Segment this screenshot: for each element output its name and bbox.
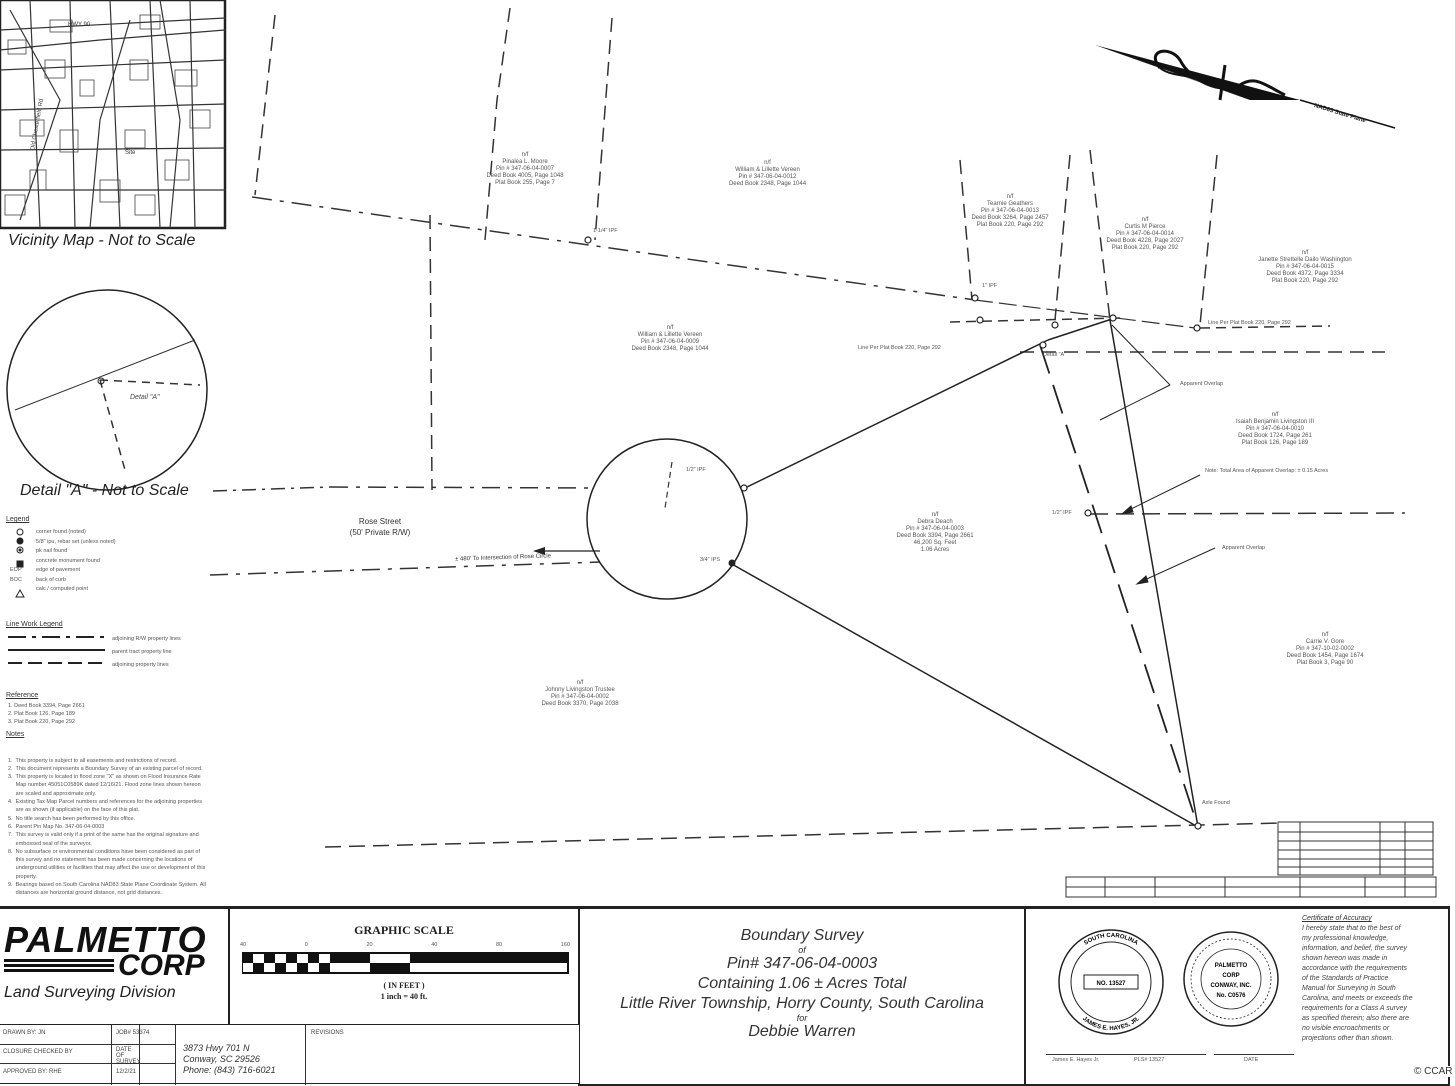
- survey-title: Boundary Survey: [740, 927, 864, 944]
- line-per-plat-note: Line Per Plat Book 220, Page 292: [1208, 320, 1291, 326]
- survey-location: Little River Township, Horry County, Sou…: [620, 995, 984, 1012]
- legend-symbols: [8, 528, 105, 664]
- legend-title: Legend: [6, 516, 30, 523]
- detail-reference: Detail "A": [1043, 352, 1067, 358]
- closure-checked: CLOSURE CHECKED BY: [3, 1049, 73, 1055]
- survey-pin: Pin# 347-06-04-0003: [726, 955, 878, 972]
- total-overlap-note: Note: Total Area of Apparent Overlap: ± …: [1205, 468, 1329, 474]
- survey-for: for: [796, 1013, 808, 1023]
- north-arrow: [1095, 45, 1396, 129]
- legend-items: corner found (noted)5/8" ipu, rebar set …: [36, 529, 116, 592]
- vicinity-road-label: HWY 90: [68, 22, 91, 28]
- notes-title: Notes: [6, 731, 25, 738]
- iron-pin-label: 1-1/4" IPF: [593, 228, 618, 234]
- scale-title: GRAPHIC SCALE: [354, 923, 454, 937]
- company-name-line2: CORP: [118, 949, 205, 982]
- detail-caption: Detail "A" - Not to Scale: [20, 482, 189, 499]
- seal-number: NO. 13527: [1096, 981, 1126, 987]
- adjoining-lines: [254, 7, 1218, 491]
- iron-pin-label: 1/2" IPF: [1052, 510, 1072, 516]
- scale-unit: ( IN FEET ): [383, 981, 425, 990]
- signature-date-label: DATE: [1244, 1057, 1259, 1063]
- scale-ratio: 1 inch = 40 ft.: [380, 992, 428, 1001]
- vicinity-map: [0, 0, 227, 230]
- company-logo-box: PALMETTO CORP Land Surveying Division: [0, 906, 230, 1026]
- seal-certificate-box: SOUTH CAROLINA JAMES E. HAYES, JR. NO. 1…: [1024, 906, 1450, 1086]
- company-seal-line2: CORP: [1222, 973, 1239, 979]
- watermark: © CCAR: [1412, 1066, 1455, 1077]
- company-seal-line1: PALMETTO: [1215, 963, 1248, 969]
- line-legend-title: Line Work Legend: [6, 621, 63, 628]
- revisions-label: REVISIONS: [311, 1030, 344, 1036]
- line-table: [1065, 821, 1437, 898]
- street-name: Rose Street: [358, 517, 402, 526]
- company-name-line1: PALMETTO: [4, 919, 207, 960]
- company-seal-line3: CONWAY, INC.: [1210, 983, 1251, 989]
- signer-name: James E. Hayes Jr.: [1052, 1057, 1100, 1063]
- survey-client: Debbie Warren: [748, 1023, 856, 1040]
- date-of-survey: DATE OF SURVEY: [116, 1047, 141, 1065]
- company-seal-line4: No. C0576: [1216, 993, 1246, 999]
- survey-date: 12/2/21: [116, 1069, 137, 1075]
- parcel-boundary: [729, 317, 1199, 828]
- title-box: Boundary Survey of Pin# 347-06-04-0003 C…: [578, 906, 1026, 1086]
- vicinity-site-label: Site: [125, 150, 136, 156]
- survey-acreage: Containing 1.06 ± Acres Total: [697, 975, 907, 992]
- apparent-overlap-note: Apparent Overlap: [1180, 381, 1224, 387]
- iron-pin-label: 1" IPF: [982, 283, 998, 289]
- survey-title-of: of: [798, 945, 806, 955]
- iron-pin-label: 1/2" IPF: [686, 467, 706, 473]
- drawn-by: DRAWN BY: JN: [3, 1030, 46, 1036]
- axle-found-label: Axle Found: [1202, 800, 1230, 806]
- job-info-box: DRAWN BY: JN JOB# 53374 CLOSURE CHECKED …: [0, 1024, 580, 1085]
- line-per-plat-note: Line Per Plat Book 220, Page 292: [858, 345, 941, 351]
- company-division: Land Surveying Division: [4, 984, 176, 1001]
- street-row: (50' Private R/W): [349, 528, 411, 537]
- scale-bar: [242, 952, 569, 974]
- notes-items: 1. This property is subject to all easem…: [8, 757, 206, 897]
- apparent-overlap-note: Apparent Overlap: [1222, 545, 1266, 551]
- reference-title: Reference: [6, 692, 39, 699]
- surveyor-seal: SOUTH CAROLINA JAMES E. HAYES, JR. NO. 1…: [1058, 929, 1164, 1035]
- detail-a-diagram: [6, 289, 331, 492]
- approved-by: APPROVED BY: RHE: [3, 1069, 62, 1075]
- signer-pls: PLS# 13527: [1134, 1057, 1165, 1063]
- company-seal: PALMETTO CORP CONWAY, INC. No. C0576: [1183, 931, 1279, 1027]
- job-number: JOB# 53374: [116, 1030, 150, 1036]
- logo-stripes: [4, 959, 114, 973]
- certificate-title: Certificate of Accuracy: [1302, 915, 1372, 922]
- detail-inner-label: Detail "A": [130, 394, 160, 401]
- vicinity-map-caption: Vicinity Map - Not to Scale: [8, 232, 196, 249]
- iron-pin-label: 3/4" IPS: [700, 557, 720, 563]
